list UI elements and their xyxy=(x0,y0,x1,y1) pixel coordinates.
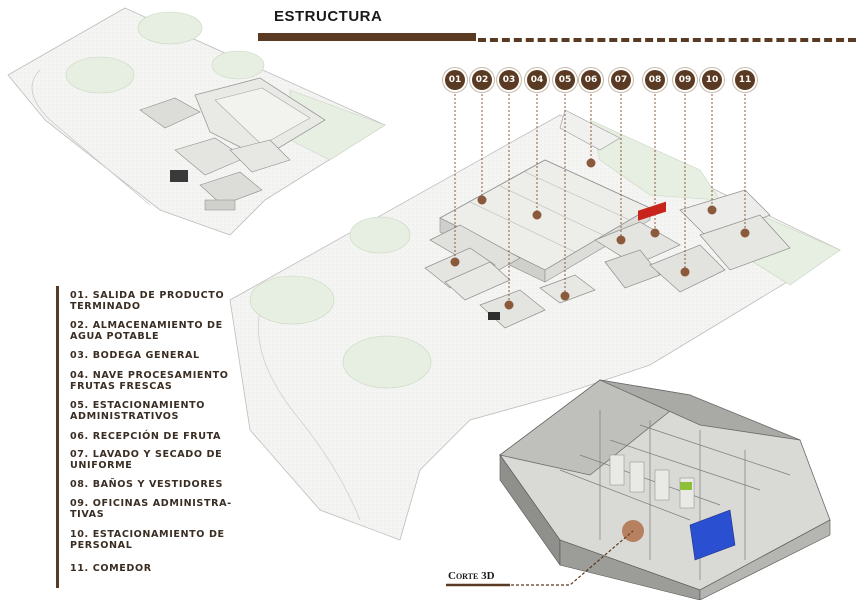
badge-01: 01 xyxy=(445,70,465,90)
main-site-plan xyxy=(229,109,841,541)
legend-item-10: 10. ESTACIONAMIENTO DE PERSONAL xyxy=(70,529,225,551)
small-site-plan xyxy=(7,7,386,236)
legend-item-09: 09. OFICINAS ADMINISTRA-TIVAS xyxy=(70,498,232,520)
title-dashed-line xyxy=(478,38,856,42)
badge-11: 11 xyxy=(735,70,755,90)
location-dots xyxy=(450,158,750,310)
legend-item-03: 03. BODEGA GENERAL xyxy=(70,350,200,361)
legend-item-04: 04. NAVE PROCESAMIENTO FRUTAS FRESCAS xyxy=(70,370,229,392)
legend-accent-line xyxy=(56,286,59,588)
badge-10: 10 xyxy=(702,70,722,90)
corte-3d-label: Corte 3D xyxy=(448,570,495,582)
badge-03: 03 xyxy=(499,70,519,90)
legend-item-05: 05. ESTACIONAMIENTO ADMINISTRATIVOS xyxy=(70,400,206,422)
legend-item-06: 06. RECEPCIÓN DE FRUTA xyxy=(70,431,222,442)
section-title: ESTRUCTURA xyxy=(274,8,383,25)
legend-item-01: 01. SALIDA DE PRODUCTO TERMINADO xyxy=(70,290,225,312)
legend-item-11: 11. COMEDOR xyxy=(70,563,152,574)
legend-item-08: 08. BAÑOS Y VESTIDORES xyxy=(70,479,223,490)
badge-08: 08 xyxy=(645,70,665,90)
badge-04: 04 xyxy=(527,70,547,90)
badge-07: 07 xyxy=(611,70,631,90)
legend-item-02: 02. ALMACENAMIENTO DE AGUA POTABLE xyxy=(70,320,223,342)
building-3d-cut xyxy=(499,201,831,600)
legend-item-07: 07. LAVADO Y SECADO DE UNIFORME xyxy=(70,449,223,471)
badge-06: 06 xyxy=(581,70,601,90)
leader-lines xyxy=(454,90,746,305)
title-underline-bar xyxy=(258,33,476,41)
badge-02: 02 xyxy=(472,70,492,90)
badge-09: 09 xyxy=(675,70,695,90)
badge-05: 05 xyxy=(555,70,575,90)
